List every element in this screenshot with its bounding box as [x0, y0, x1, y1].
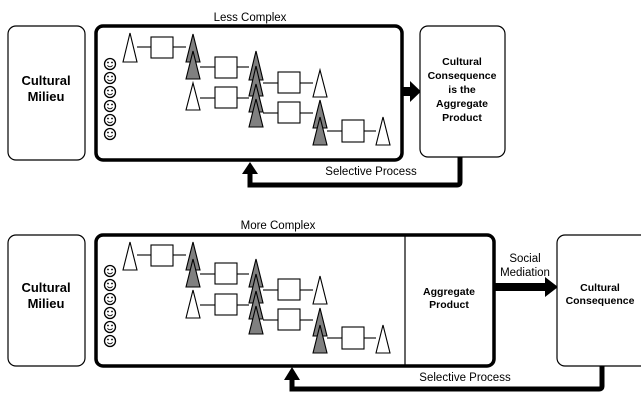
- bottom-feedback-arrow: [284, 366, 605, 392]
- bottom-panel: More Complex Cultural Milieu: [7, 220, 641, 392]
- bottom-mediation-line-2: Mediation: [500, 267, 550, 279]
- bottom-mediation-line-1: Social: [509, 253, 540, 265]
- top-heading: Less Complex: [214, 12, 287, 24]
- bottom-consequence-line-1: Cultural: [580, 282, 620, 294]
- bottom-consequence-box: [556, 234, 641, 367]
- bottom-feedback-label: Selective Process: [419, 372, 511, 384]
- top-feedback-label: Selective Process: [325, 166, 417, 178]
- top-milieu-box: [7, 25, 86, 161]
- top-milieu-label-1: Cultural: [21, 73, 70, 88]
- top-output-arrow: [402, 81, 421, 102]
- top-feedback-arrow: [242, 157, 463, 188]
- bottom-mediation-arrow: [494, 277, 558, 297]
- bottom-consequence-line-2: Consequence: [566, 295, 635, 307]
- top-consequence-line-1: Cultural: [442, 56, 482, 68]
- top-consequence-line-2: Consequence: [428, 70, 497, 82]
- bottom-heading: More Complex: [241, 220, 316, 232]
- top-lineage-network: [122, 32, 391, 146]
- top-consequence-line-5: Product: [442, 112, 482, 124]
- bottom-aggregate-line-2: Product: [429, 299, 469, 311]
- top-consequence-line-3: is the: [448, 84, 476, 96]
- top-consequence-line-4: Aggregate: [436, 98, 488, 110]
- top-panel: Less Complex Cultural Milieu: [7, 12, 506, 188]
- bottom-milieu-label-1: Cultural: [21, 280, 70, 295]
- bottom-aggregate-line-1: Aggregate: [423, 286, 475, 298]
- bottom-milieu-box: [7, 234, 86, 367]
- top-milieu-label-2: Milieu: [28, 89, 65, 104]
- bottom-lineage-network: [122, 241, 391, 354]
- bottom-milieu-label-2: Milieu: [28, 296, 65, 311]
